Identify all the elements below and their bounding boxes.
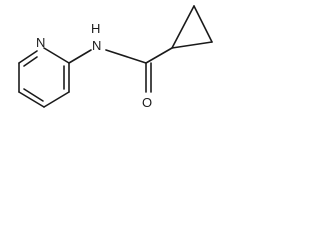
bond-c6-n1 [18, 50, 38, 64]
bond-n1-c2 [43, 47, 70, 64]
bond-c2-nh [68, 49, 92, 64]
cyclopropyl-ring [171, 5, 213, 49]
bond-cp-c-a [171, 41, 213, 49]
inner-double-bond-c6-n1 [23, 56, 38, 67]
ring-nitrogen-label: N [36, 35, 45, 50]
structure-diagram: N H N O [18, 5, 213, 110]
inner-double-bond-c4-c5 [23, 88, 44, 102]
amide-n-label: N [92, 38, 101, 53]
amide-linkage [68, 47, 173, 93]
carbonyl-oxygen-label: O [142, 95, 152, 110]
molecule-canvas: N H N O [0, 0, 222, 124]
bond-carbonyl-cyclopropyl [145, 47, 173, 64]
bond-c4-c5 [18, 91, 45, 108]
bond-nh-carbonyl [105, 49, 147, 64]
bond-cp-b-c [193, 5, 213, 43]
pyridine-ring [18, 47, 70, 108]
amide-h-label: H [91, 21, 100, 36]
bond-cp-a-b [171, 5, 195, 49]
bond-c3-c4 [43, 91, 70, 108]
